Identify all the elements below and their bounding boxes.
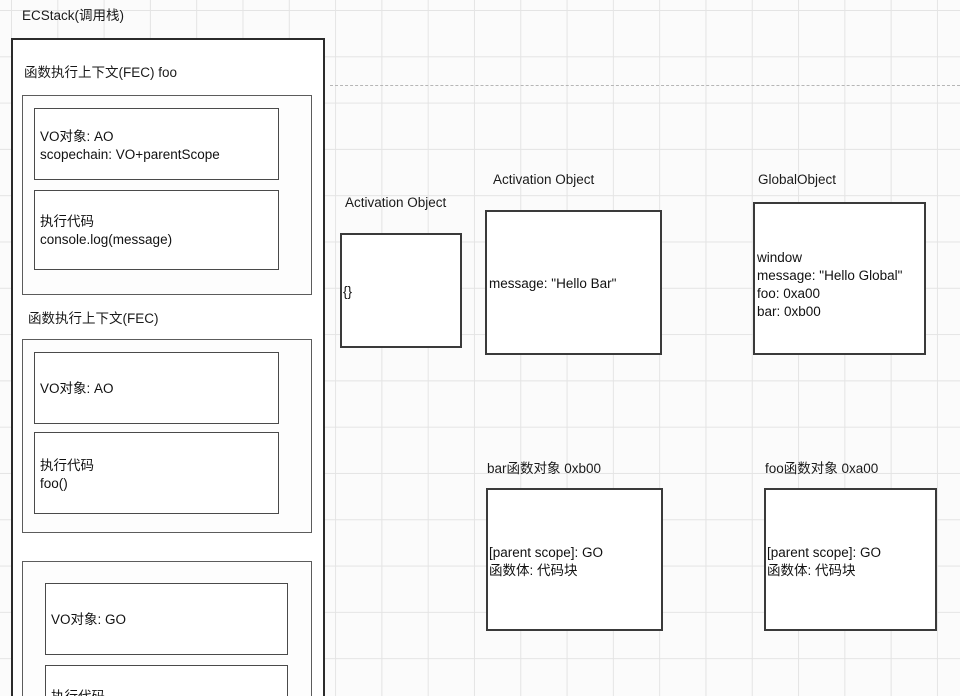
activation-object-2-label: Activation Object: [493, 172, 595, 187]
fec-code-box: [34, 432, 279, 514]
gec-vo-text: VO对象: GO: [51, 612, 127, 627]
fec-vo-box: [34, 352, 279, 424]
foo-function-object-label: foo函数对象 0xa00: [765, 461, 879, 476]
fec-vo-text: VO对象: AO: [40, 381, 114, 396]
fec-foo-label: 函数执行上下文(FEC) foo: [24, 65, 178, 80]
activation-object-1-box: [340, 233, 462, 348]
fec-label: 函数执行上下文(FEC): [28, 311, 159, 326]
activation-object-1-text: {}: [343, 284, 353, 299]
activation-object-2-text: message: "Hello Bar": [489, 276, 617, 291]
global-object-box: [753, 202, 926, 355]
bar-function-object-text: [parent scope]: GO 函数体: 代码块: [489, 545, 604, 578]
fec-foo-code-text: 执行代码 console.log(message): [40, 214, 173, 247]
fec-foo-vo-text: VO对象: AO scopechain: VO+parentScope: [40, 129, 220, 162]
bar-function-object-box: [486, 488, 663, 631]
global-object-label: GlobalObject: [758, 172, 837, 187]
foo-function-object-box: [764, 488, 937, 631]
ecstack-title: ECStack(调用栈): [22, 8, 125, 23]
bar-function-object-label: bar函数对象 0xb00: [487, 461, 602, 476]
fec-code-text: 执行代码 foo(): [40, 458, 94, 491]
foo-function-object-text: [parent scope]: GO 函数体: 代码块: [767, 545, 882, 578]
activation-object-2-box: [485, 210, 662, 355]
activation-object-1-label: Activation Object: [345, 195, 447, 210]
fec-foo-code-box: [34, 190, 279, 270]
gec-vo-box: [45, 583, 288, 655]
fec-foo-vo-box: [34, 108, 279, 180]
global-object-text: window message: "Hello Global" foo: 0xa0…: [757, 250, 903, 319]
dashed-guide-line: [330, 85, 960, 86]
gec-code-text: 执行代码: [51, 688, 105, 696]
gec-code-box: [45, 665, 288, 696]
